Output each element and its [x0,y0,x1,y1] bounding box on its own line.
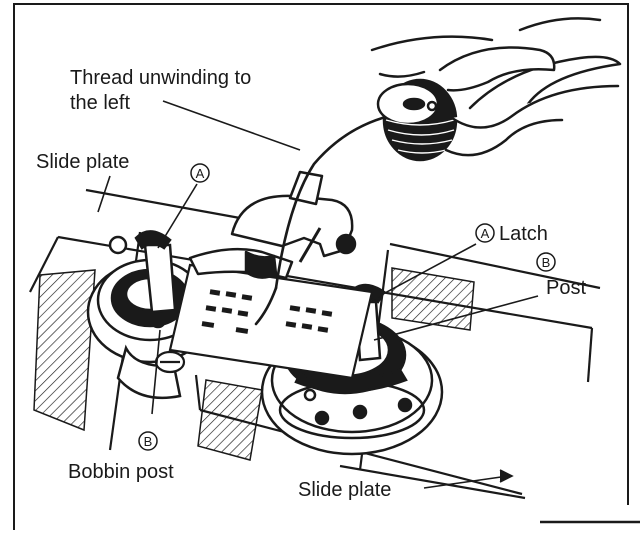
bobbin-spool [376,78,458,162]
label-slide-plate-top: Slide plate [36,151,129,173]
circled-markers [138,163,556,451]
leader-latch [371,243,477,301]
hand [370,17,622,157]
label-thread-line1: Thread unwinding to [70,67,251,89]
labels: Thread unwinding to the left Slide plate… [36,67,586,501]
label-circle-b-left: B [144,434,153,449]
label-circle-b-right: B [542,255,551,270]
label-latch: Latch [499,223,548,245]
label-post: Post [546,277,586,299]
label-thread-line2: the left [70,92,130,114]
left-bobbin-post [134,230,177,329]
leader-slide-plate-top [97,175,111,213]
leader-slide-plate-bottom [423,475,509,489]
hatched-walls [33,267,475,461]
label-circle-a-left: A [196,166,205,181]
marker-a-left-circle [190,163,210,183]
presser-foot [188,170,357,280]
leader-post [373,295,539,341]
frame [13,3,640,530]
marker-a-right-circle [475,223,495,243]
leader-arrowhead [499,469,514,483]
leader-bobbin-post [151,329,161,415]
needle-plate [154,263,374,411]
marker-b-left-circle [138,431,158,451]
label-bobbin-post: Bobbin post [68,461,174,483]
leader-a-left [157,183,198,249]
leader-lines [97,100,539,489]
label-slide-plate-bottom: Slide plate [298,479,391,501]
marker-b-right-circle [536,252,556,272]
feed-dogs [201,289,333,334]
leader-thread [162,100,301,151]
thread [254,112,400,326]
label-circle-a-right: A [481,226,490,241]
